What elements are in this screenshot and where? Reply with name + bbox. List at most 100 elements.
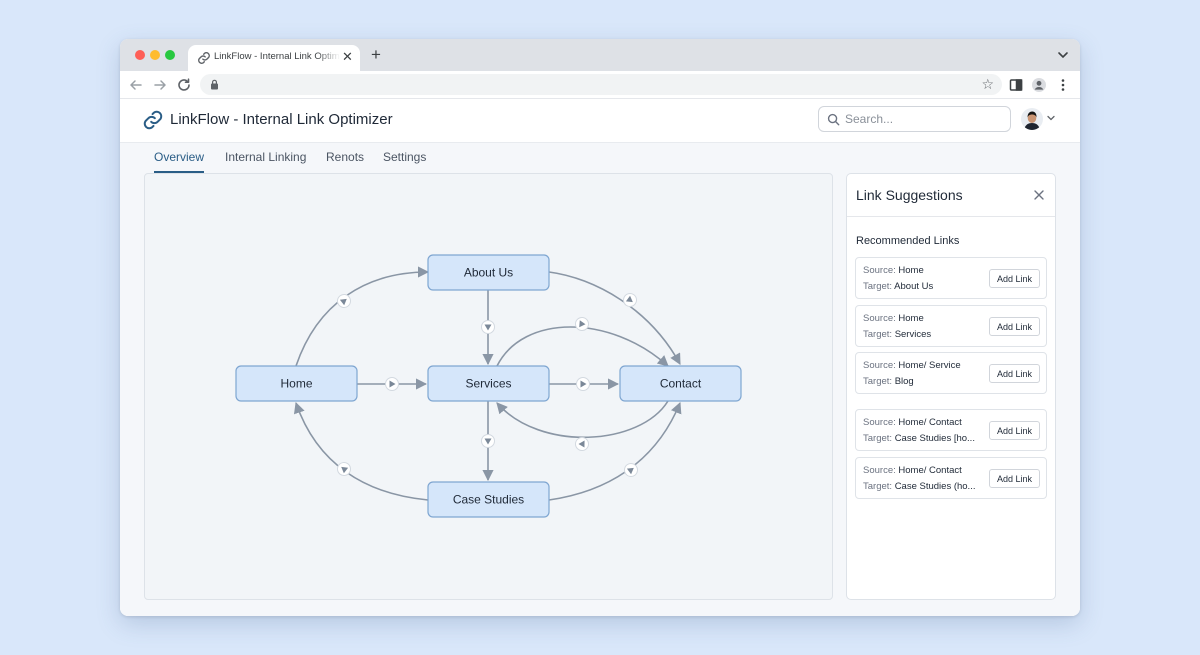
suggestion-target: Target: Services <box>863 329 985 340</box>
node-box <box>427 254 550 291</box>
link-icon <box>198 52 210 64</box>
suggestion-card: Source: Home Target: About Us Add Link <box>855 257 1047 299</box>
suggestion-card: Source: Home/ Service Target: Blog Add L… <box>855 352 1047 394</box>
edge-markers-layer <box>337 293 638 477</box>
node-label: Home <box>280 377 312 391</box>
side-panel-icon[interactable] <box>1008 77 1024 93</box>
source-key: Source: <box>863 465 896 476</box>
suggestion-card: Source: Home Target: Services Add Link <box>855 305 1047 347</box>
node-services[interactable]: Services <box>427 365 550 402</box>
lock-icon <box>211 79 218 90</box>
node-home[interactable]: Home <box>235 365 358 402</box>
target-value: Case Studies [ho... <box>894 433 975 444</box>
search-box[interactable] <box>818 106 1011 132</box>
maximize-window-button[interactable] <box>165 50 175 60</box>
suggestion-source: Source: Home/ Service <box>863 360 985 371</box>
edge-direction-marker <box>575 317 589 331</box>
add-link-button[interactable]: Add Link <box>989 317 1040 336</box>
add-link-button[interactable]: Add Link <box>989 469 1040 488</box>
edge-about-to-contact <box>548 271 681 365</box>
edge-direction-marker <box>576 377 590 391</box>
close-icon[interactable] <box>1033 189 1045 201</box>
browser-tab-title: LinkFlow - Internal Link Optimizer <box>214 51 340 62</box>
avatar[interactable] <box>1021 108 1043 130</box>
panel-divider <box>847 216 1055 217</box>
node-box <box>427 481 550 518</box>
chevron-down-icon[interactable] <box>1056 48 1070 62</box>
node-box <box>427 365 550 402</box>
target-value: Case Studies (ho... <box>894 481 976 492</box>
node-label: About Us <box>464 266 513 280</box>
source-value: Home/ Contact <box>898 465 962 476</box>
bookmark-star-icon[interactable]: ☆ <box>981 76 994 92</box>
source-value: Home/ Contact <box>898 417 962 428</box>
browser-tab-strip: LinkFlow - Internal Link Optimizer ✕ + <box>120 39 1080 71</box>
tab-close-icon[interactable]: ✕ <box>342 49 353 64</box>
tab-reports[interactable]: Renots <box>326 150 365 164</box>
browser-tab[interactable]: LinkFlow - Internal Link Optimizer ✕ <box>188 45 360 71</box>
tab-overview[interactable]: Overview <box>154 150 205 173</box>
link-suggestions-panel: Link Suggestions Recommended Links Sourc… <box>846 173 1056 600</box>
close-window-button[interactable] <box>135 50 145 60</box>
more-menu-icon[interactable] <box>1055 77 1071 93</box>
add-link-button[interactable]: Add Link <box>989 421 1040 440</box>
target-value: About Us <box>894 281 934 292</box>
node-case[interactable]: Case Studies <box>427 481 550 518</box>
source-key: Source: <box>863 313 896 324</box>
address-bar[interactable]: ☆ <box>200 74 1002 95</box>
suggestion-source: Source: Home/ Contact <box>863 465 985 476</box>
tab-settings[interactable]: Settings <box>383 150 427 164</box>
edge-direction-marker <box>624 463 638 477</box>
node-contact[interactable]: Contact <box>619 365 742 402</box>
new-tab-button[interactable]: + <box>371 45 381 64</box>
edge-direction-marker <box>385 377 399 391</box>
target-key: Target: <box>863 329 893 340</box>
link-logo-icon <box>143 110 163 130</box>
source-key: Source: <box>863 360 896 371</box>
target-key: Target: <box>863 433 893 444</box>
edge-home-to-about <box>295 266 430 367</box>
back-arrow-icon[interactable] <box>128 77 144 93</box>
node-label: Contact <box>660 377 702 391</box>
reload-icon[interactable] <box>176 77 192 93</box>
target-value: Services <box>894 329 932 340</box>
minimize-window-button[interactable] <box>150 50 160 60</box>
target-key: Target: <box>863 376 893 387</box>
suggestion-card: Source: Home/ Contact Target: Case Studi… <box>855 457 1047 499</box>
edge-direction-marker <box>623 293 637 307</box>
source-key: Source: <box>863 417 896 428</box>
source-value: Home <box>898 265 924 276</box>
node-box <box>619 365 742 402</box>
panel-title: Link Suggestions <box>856 187 963 203</box>
source-key: Source: <box>863 265 896 276</box>
node-label: Services <box>465 377 511 391</box>
add-link-button[interactable]: Add Link <box>989 269 1040 288</box>
tab-internal-linking[interactable]: Internal Linking <box>225 150 307 164</box>
browser-window: LinkFlow - Internal Link Optimizer ✕ + ☆ <box>120 39 1080 616</box>
suggestion-source: Source: Home/ Contact <box>863 417 985 428</box>
profile-icon[interactable] <box>1031 77 1047 93</box>
suggestion-target: Target: Blog <box>863 376 985 387</box>
suggestion-card: Source: Home/ Contact Target: Case Studi… <box>855 409 1047 451</box>
edge-direction-marker <box>481 320 495 334</box>
edge-direction-marker <box>337 462 351 476</box>
source-value: Home <box>898 313 924 324</box>
edge-direction-marker <box>575 437 589 451</box>
search-input[interactable] <box>845 110 1005 128</box>
edge-direction-marker <box>481 434 495 448</box>
app-header: LinkFlow - Internal Link Optimizer <box>120 99 1080 143</box>
edge-case-to-contact <box>548 401 682 501</box>
chevron-down-icon[interactable] <box>1046 113 1056 123</box>
target-value: Blog <box>894 376 914 387</box>
browser-toolbar: ☆ <box>120 71 1080 99</box>
main-content: Overview Internal Linking Renots Setting… <box>120 143 1080 616</box>
add-link-button[interactable]: Add Link <box>989 364 1040 383</box>
node-box <box>235 365 358 402</box>
node-label: Case Studies <box>453 493 524 507</box>
node-about[interactable]: About Us <box>427 254 550 291</box>
forward-arrow-icon[interactable] <box>152 77 168 93</box>
app-title: LinkFlow - Internal Link Optimizer <box>170 111 393 128</box>
